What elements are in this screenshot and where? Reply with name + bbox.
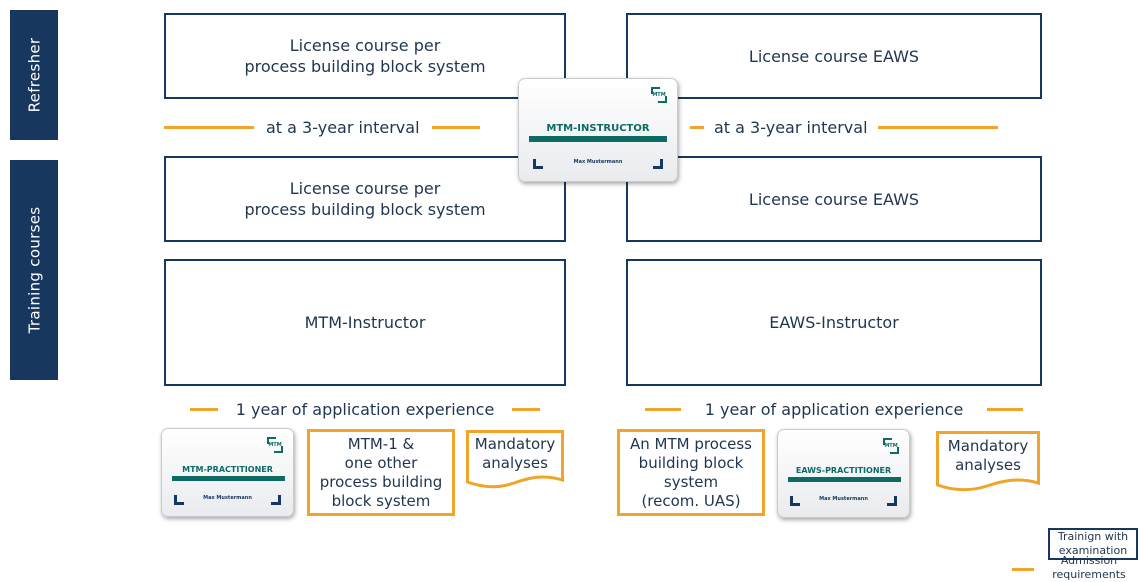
corner-bracket-icon	[174, 495, 184, 505]
training-label: Training courses	[25, 206, 43, 334]
card-bar	[172, 476, 285, 481]
document-shape-icon	[936, 431, 1040, 492]
training-side-label: Training courses	[10, 160, 58, 380]
mandatory-analyses-right: Mandatory analyses	[936, 431, 1040, 493]
interval-left-text: at a 3-year interval	[266, 117, 420, 137]
mtm-logo-icon: MTM	[651, 87, 667, 103]
mtm-practitioner-card: MTM MTM-PRACTITIONER Max Mustermann	[161, 428, 294, 517]
mandatory-left-text: Mandatory analyses	[474, 435, 556, 472]
experience-left: 1 year of application experience	[164, 398, 566, 420]
mtm-logo-icon: MTM	[883, 438, 899, 454]
training-license-right: License course EAWS	[626, 156, 1042, 242]
corner-bracket-icon	[887, 496, 897, 506]
requirement-mtm-process: An MTM process building block system (re…	[617, 429, 765, 516]
corner-bracket-icon	[790, 496, 800, 506]
refresher-license-right: License course EAWS	[626, 13, 1042, 99]
document-shape-icon	[466, 430, 564, 489]
card-title: MTM-INSTRUCTOR	[546, 123, 650, 134]
legend-admission-line	[1012, 568, 1034, 571]
card-title: EAWS-PRACTITIONER	[795, 466, 892, 475]
mtm-logo-icon: MTM	[267, 437, 283, 453]
legend-admission-text: Admission requirements	[1052, 554, 1126, 581]
experience-right: 1 year of application experience	[626, 398, 1042, 420]
refresher-label: Refresher	[25, 37, 43, 113]
experience-left-text: 1 year of application experience	[235, 399, 495, 419]
card-holder-name: Max Mustermann	[819, 496, 868, 502]
card-bar	[788, 477, 901, 482]
refresher-license-left: License course per process building bloc…	[164, 13, 566, 99]
corner-bracket-icon	[271, 495, 281, 505]
card-title: MTM-PRACTITIONER	[182, 465, 273, 474]
eaws-instructor-box: EAWS-Instructor	[626, 259, 1042, 386]
interval-right-text: at a 3-year interval	[714, 117, 868, 137]
card-bar	[529, 136, 667, 142]
interval-left: at a 3-year interval	[164, 116, 480, 138]
legend-training-with-exam: Trainign with examination	[1048, 528, 1138, 560]
card-holder-name: Max Mustermann	[203, 495, 252, 501]
card-holder-name: Max Mustermann	[573, 159, 623, 165]
mtm-instructor-box: MTM-Instructor	[164, 259, 566, 386]
experience-right-text: 1 year of application experience	[704, 399, 964, 419]
mtm-instructor-card: MTM MTM-INSTRUCTOR Max Mustermann	[518, 78, 678, 182]
eaws-practitioner-card: MTM EAWS-PRACTITIONER Max Mustermann	[777, 429, 910, 518]
refresher-side-label: Refresher	[10, 10, 58, 140]
corner-bracket-icon	[533, 159, 543, 169]
corner-bracket-icon	[653, 159, 663, 169]
mandatory-right-text: Mandatory analyses	[947, 437, 1029, 474]
requirement-mtm1: MTM-1 & one other process building block…	[307, 429, 455, 516]
interval-right: at a 3-year interval	[690, 116, 998, 138]
training-license-left: License course per process building bloc…	[164, 156, 566, 242]
mandatory-analyses-left: Mandatory analyses	[466, 430, 564, 490]
